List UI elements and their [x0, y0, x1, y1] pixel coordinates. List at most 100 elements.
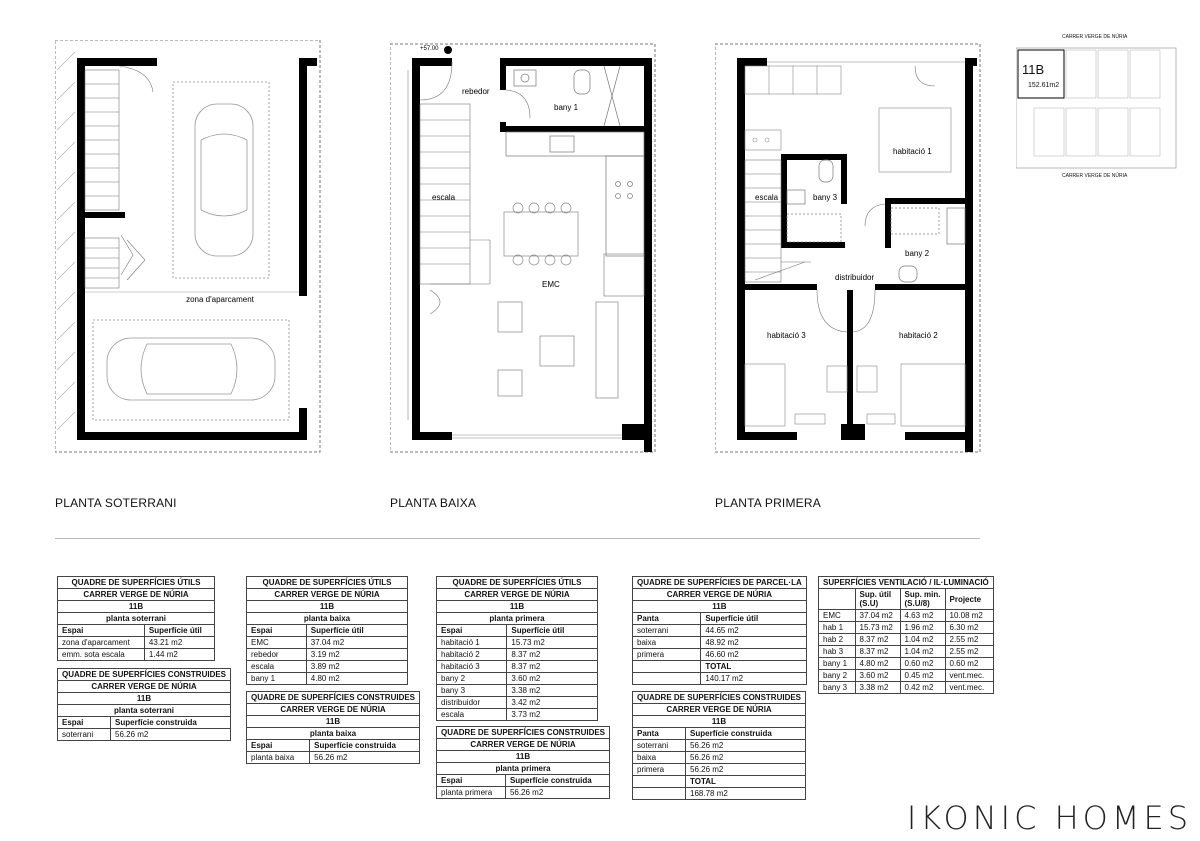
table-util-soterrani: QUADRE DE SUPERFÍCIES ÚTILS CARRER VERGE…: [57, 576, 216, 661]
col-header: Panta: [631, 727, 687, 740]
table-total-value: 140.17 m2: [631, 672, 807, 685]
label-habitacio1: habitació 1: [893, 147, 932, 156]
table-construida-baixa: QUADRE DE SUPERFÍCIES CONSTRUIDES CARRER…: [245, 691, 421, 764]
key-unit: 11B: [1022, 62, 1045, 77]
table-title: QUADRE DE SUPERFÍCIES ÚTILS: [57, 576, 215, 589]
table-street: CARRER VERGE DE NÚRIA: [56, 680, 232, 693]
table-title: QUADRE DE SUPERFÍCIES CONSTRUIDES: [245, 691, 421, 704]
table-unit: 11B: [435, 750, 611, 763]
key-area: 152.61m2: [1028, 82, 1060, 89]
title-planta-baixa: PLANTA BAIXA: [390, 496, 477, 510]
label-rebedor: rebedor: [462, 87, 490, 96]
col-header: Superfície construida: [309, 739, 421, 752]
table-street: CARRER VERGE DE NÚRIA: [435, 738, 611, 751]
table-unit: 11B: [246, 600, 408, 613]
label-zona-aparcament: zona d'aparcament: [186, 295, 255, 304]
col-header: Superfície útil: [700, 612, 807, 625]
title-planta-soterrani: PLANTA SOTERRANI: [55, 496, 177, 510]
table-title: QUADRE DE SUPERFÍCIES CONSTRUIDES: [631, 691, 807, 704]
table-street: CARRER VERGE DE NÚRIA: [245, 703, 421, 716]
table-unit: 11B: [632, 600, 807, 613]
table-title: QUADRE DE SUPERFÍCIES CONSTRUIDES: [435, 726, 611, 739]
table-floor: planta baixa: [246, 612, 408, 625]
table-street: CARRER VERGE DE NÚRIA: [632, 588, 807, 601]
col-header: Sup. min. (S.U/8): [899, 588, 946, 610]
label-habitacio3: habitació 3: [767, 331, 806, 340]
col-header: Panta: [631, 612, 702, 625]
label-escala-baixa: escala: [432, 193, 456, 202]
col-header: Espai: [245, 739, 311, 752]
col-header: Espai: [56, 716, 112, 729]
label-level: +57.00: [420, 46, 439, 52]
label-emc: EMC: [542, 280, 560, 289]
table-floor: planta soterrani: [57, 612, 215, 625]
table-total-value: 168.78 m2: [631, 787, 807, 800]
table-floor: planta soterrani: [56, 704, 232, 717]
table-title: QUADRE DE SUPERFÍCIES ÚTILS: [246, 576, 408, 589]
table-floor: planta primera: [436, 612, 598, 625]
col-header: Superfície construida: [110, 716, 232, 729]
table-title: SUPERFÍCIES VENTILACIÓ / IL·LUMINACIÓ: [818, 576, 994, 589]
col-header: Espai: [435, 624, 508, 637]
col-header: Projecte: [944, 588, 994, 610]
table-street: CARRER VERGE DE NÚRIA: [631, 703, 807, 716]
table-ventilacio: SUPERFÍCIES VENTILACIÓ / IL·LUMINACIÓ Su…: [818, 576, 994, 694]
table-title: QUADRE DE SUPERFÍCIES ÚTILS: [436, 576, 598, 589]
table-unit: 11B: [436, 600, 598, 613]
separator: [55, 538, 980, 539]
table-construida-primera: QUADRE DE SUPERFÍCIES CONSTRUIDES CARRER…: [435, 726, 611, 799]
table-unit: 11B: [56, 692, 232, 705]
plan-primera: habitació 1 escala bany 3 bany 2 distrib…: [715, 40, 985, 455]
brand-logo: IKONIC HOMES: [906, 799, 1192, 837]
table-util-baixa: QUADRE DE SUPERFÍCIES ÚTILS CARRER VERGE…: [246, 576, 409, 685]
table-title: QUADRE DE SUPERFÍCIES DE PARCEL·LA: [632, 576, 807, 589]
table-floor: planta primera: [435, 762, 611, 775]
table-title: QUADRE DE SUPERFÍCIES CONSTRUIDES: [56, 668, 232, 681]
table-street: CARRER VERGE DE NÚRIA: [246, 588, 408, 601]
label-habitacio2: habitació 2: [899, 331, 938, 340]
col-header: Superfície útil: [305, 624, 409, 637]
table-construida-soterrani: QUADRE DE SUPERFÍCIES CONSTRUIDES CARRER…: [56, 668, 232, 741]
table-util-primera: QUADRE DE SUPERFÍCIES ÚTILS CARRER VERGE…: [435, 576, 598, 721]
label-bany2: bany 2: [905, 249, 930, 258]
label-bany1: bany 1: [554, 103, 579, 112]
table-floor: planta baixa: [245, 727, 421, 740]
table-street: CARRER VERGE DE NÚRIA: [436, 588, 598, 601]
col-header: Superfície útil: [143, 624, 216, 637]
label-bany3: bany 3: [813, 193, 838, 202]
col-header: Espai: [246, 624, 307, 637]
table-total: TOTAL: [631, 660, 807, 673]
col-header: Espai: [436, 774, 506, 787]
table-total: TOTAL: [631, 775, 807, 788]
table-unit: 11B: [245, 715, 421, 728]
plan-baixa: +57.00: [390, 40, 660, 455]
title-planta-primera: PLANTA PRIMERA: [715, 496, 821, 510]
